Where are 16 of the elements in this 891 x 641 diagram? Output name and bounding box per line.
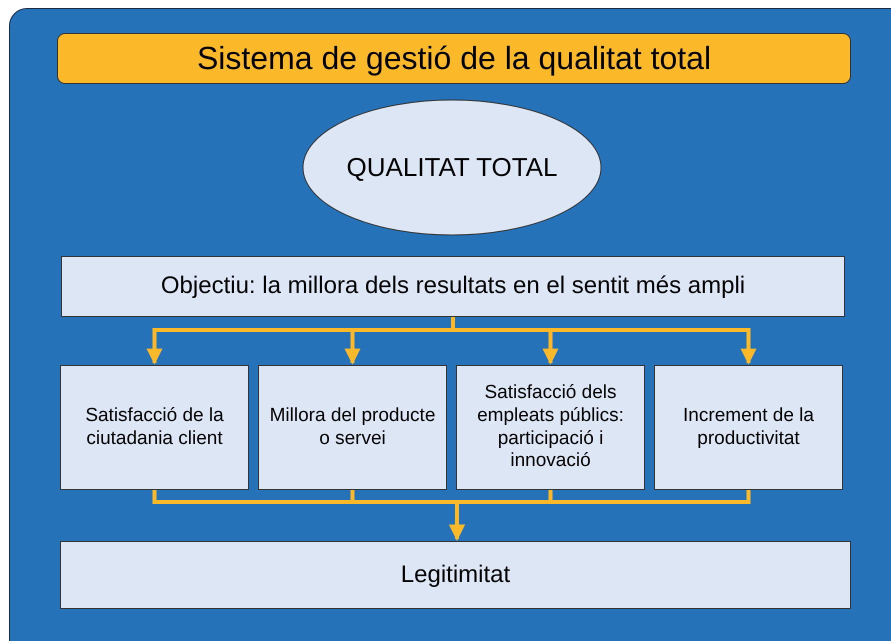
process-box — [60, 541, 851, 609]
node-label: Increment de la productivitat — [682, 404, 815, 450]
ellipse-node — [302, 99, 602, 236]
process-box — [654, 365, 843, 490]
node-label: Legitimitat — [400, 560, 512, 590]
process-box — [61, 256, 845, 317]
process-box — [60, 365, 249, 490]
node-label: Objectiu: la millora dels resultats en el sentit més ampli — [160, 272, 746, 301]
process-box — [456, 365, 645, 490]
node-label: Satisfacció de la ciutadania client — [84, 404, 225, 450]
node-label: Millora del producte o servei — [268, 404, 436, 450]
process-box — [258, 365, 447, 490]
node-label: QUALITAT TOTAL — [346, 152, 558, 184]
arrow — [449, 490, 750, 541]
node-label: Satisfacció dels empleats públics: participació i innovació — [476, 382, 625, 474]
title-banner: Sistema de gestió de la qualitat total — [57, 33, 851, 84]
